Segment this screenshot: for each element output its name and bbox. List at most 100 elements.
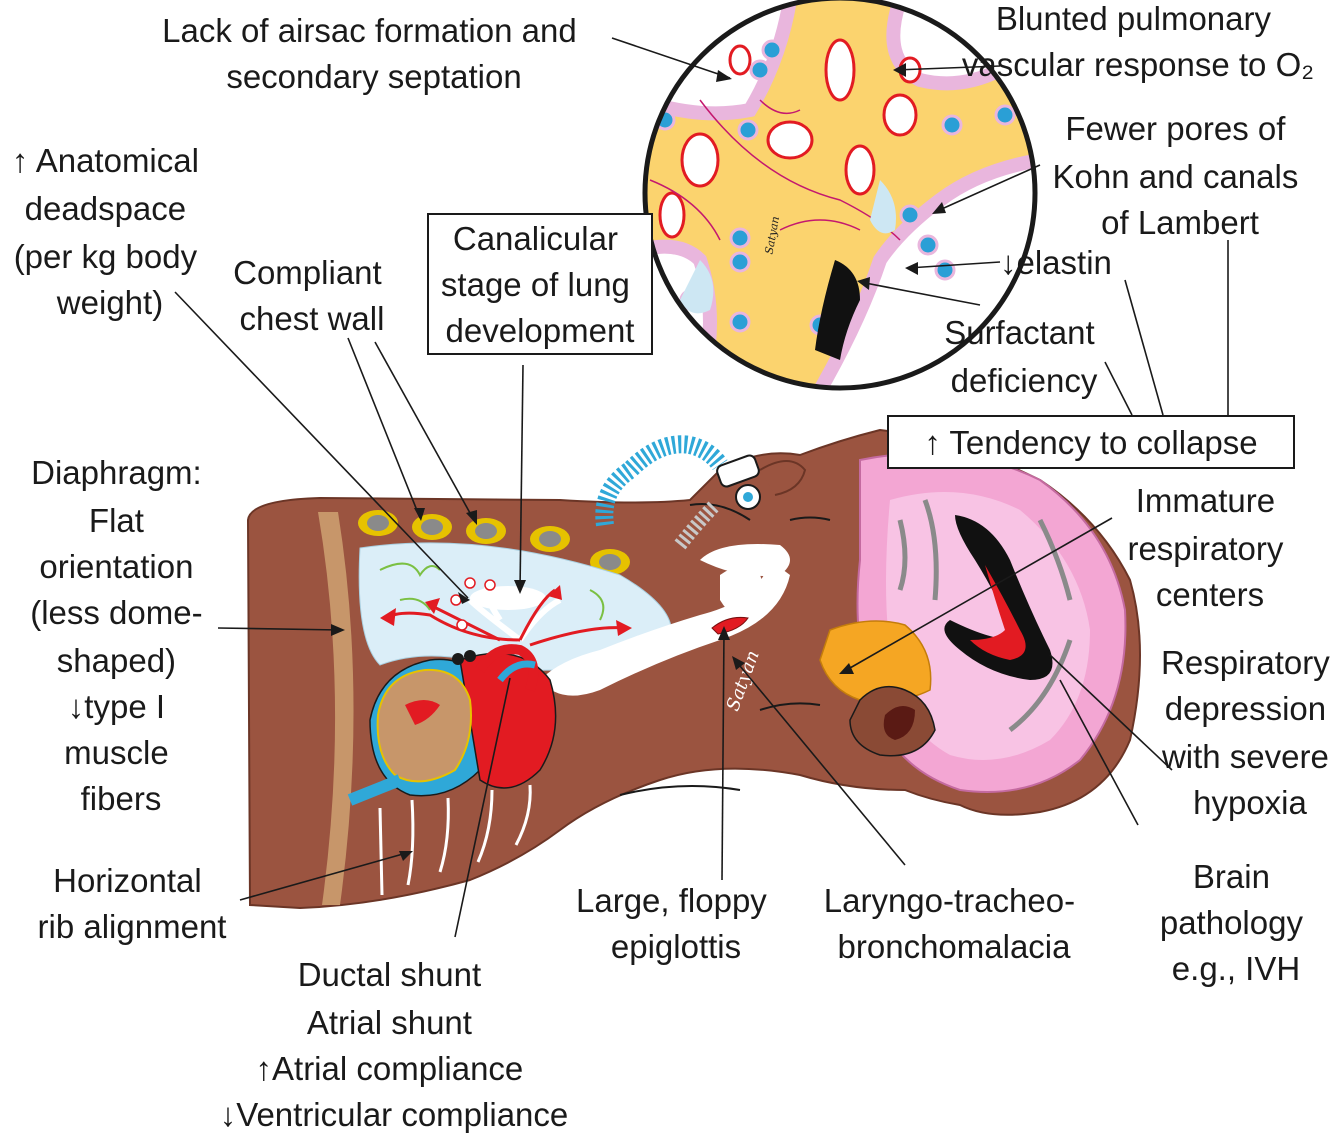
label-epiglottis-line: Large, floppy xyxy=(576,882,767,919)
leader-brain xyxy=(1059,679,1139,826)
atrial-defect xyxy=(405,700,440,725)
elastin-fibers xyxy=(649,99,901,241)
type2-cell xyxy=(729,227,751,249)
type2-cell xyxy=(934,259,956,281)
arrowhead-chestwall-2 xyxy=(466,510,477,525)
label-resp-depression-line: depression xyxy=(1165,690,1326,727)
airspace-light xyxy=(680,180,896,314)
label-epiglottis: Large, floppy epiglottis xyxy=(576,882,776,965)
rib xyxy=(476,789,494,863)
leader-surfactant-collapse xyxy=(1104,361,1133,416)
arrowhead-epiglottis xyxy=(718,626,730,640)
label-airsac-line: Lack of airsac formation and xyxy=(162,12,577,49)
capillary xyxy=(882,93,918,137)
ductus xyxy=(452,653,464,665)
type2-cell xyxy=(917,234,939,256)
label-shunts-line: Ductal shunt xyxy=(298,956,481,993)
alveolar-cells xyxy=(654,39,1016,336)
label-diaphragm-line: shaped) xyxy=(57,642,176,679)
capillary xyxy=(680,132,720,188)
skin-fold xyxy=(619,785,741,796)
canalicular-box xyxy=(427,213,653,355)
label-deadspace-line: (per kg body xyxy=(14,238,198,275)
alveolar-lining xyxy=(645,0,1035,388)
label-pores-line: Fewer pores of xyxy=(1065,110,1286,147)
tube-connector xyxy=(716,454,760,488)
label-pores-line: of Lambert xyxy=(1101,204,1259,241)
arrowhead xyxy=(548,585,562,600)
skin-fold xyxy=(759,702,821,711)
brainstem-inner xyxy=(883,706,915,740)
type2-cell xyxy=(729,311,751,333)
rib xyxy=(438,797,450,873)
label-canalicular: Canalicular stage of lung development xyxy=(441,220,639,349)
leader-shunts xyxy=(454,677,511,938)
type2-cell xyxy=(729,251,751,273)
label-pores-line: Kohn and canals xyxy=(1052,158,1298,195)
capillary xyxy=(658,191,686,239)
label-rib: Horizontal rib alignment xyxy=(38,862,227,945)
alveolus-bubble xyxy=(464,577,476,589)
pericardium xyxy=(376,668,472,783)
label-deadspace-line: deadspace xyxy=(25,190,186,227)
eye-line xyxy=(789,516,831,521)
rib xyxy=(378,807,384,896)
vertebra-core xyxy=(599,554,621,570)
label-diaphragm-line: orientation xyxy=(39,548,193,585)
leader-pores xyxy=(934,164,1041,213)
label-resp-centers-line: centers xyxy=(1156,576,1264,613)
label-diaphragm-line: (less dome- xyxy=(30,594,202,631)
label-brain-line: pathology xyxy=(1160,904,1304,941)
tongue xyxy=(689,503,751,521)
leader-chestwall-1 xyxy=(347,337,421,519)
label-resp-centers: Immature respiratory centers xyxy=(1127,482,1292,613)
vertebra-core xyxy=(367,515,389,531)
arrowhead-rib xyxy=(399,851,413,861)
label-resp-depression-line: hypoxia xyxy=(1193,784,1307,821)
cerebellum xyxy=(819,620,932,702)
lung-green-vessels xyxy=(379,562,605,621)
label-deadspace-line: ↑ Anatomical xyxy=(12,142,199,179)
leader-lines xyxy=(174,37,1229,938)
diaphragm-band xyxy=(318,512,354,905)
ribs xyxy=(378,784,532,896)
arrowhead-deadspace xyxy=(458,592,470,604)
label-canalicular-line: development xyxy=(446,312,635,349)
type2-cell xyxy=(994,104,1016,126)
collapse-box xyxy=(887,415,1295,469)
nose xyxy=(759,460,807,496)
type2-cell xyxy=(749,59,771,81)
leader-malacia xyxy=(734,659,906,866)
label-surfactant: Surfactant deficiency xyxy=(944,314,1104,399)
arrowhead-pores xyxy=(932,202,946,214)
label-surfactant-line: Surfactant xyxy=(944,314,1094,351)
heart xyxy=(347,644,557,806)
label-resp-centers-line: Immature xyxy=(1136,482,1275,519)
label-deadspace-line: weight) xyxy=(56,284,163,321)
leader-blunted xyxy=(894,65,1001,71)
ivh-red xyxy=(970,565,1026,660)
vertebra-core xyxy=(475,523,497,539)
label-rib-line: rib alignment xyxy=(38,908,227,945)
label-diaphragm-line: Diaphragm: xyxy=(31,454,202,491)
vena-cava xyxy=(347,774,403,806)
arrowhead xyxy=(616,620,632,636)
leader-deadspace xyxy=(174,291,469,599)
type2-cell xyxy=(761,39,783,61)
alveolus-bubble xyxy=(484,579,496,591)
bronchus xyxy=(470,586,546,610)
arrowhead-malacia xyxy=(732,656,745,670)
collapsed-alveolus xyxy=(815,260,860,360)
label-brain-line: Brain xyxy=(1193,858,1270,895)
label-shunts-line: ↓Ventricular compliance xyxy=(220,1096,569,1133)
tube-coil-grey xyxy=(674,500,720,550)
leader-respdepression xyxy=(1049,654,1173,771)
leader-elastin xyxy=(907,261,1001,269)
label-elastin: ↓elastin xyxy=(1000,244,1112,281)
leader-chestwall-2 xyxy=(374,341,476,523)
arrowhead-elastin xyxy=(905,262,918,275)
leader-diaphragm xyxy=(217,627,341,631)
label-brain-line: e.g., IVH xyxy=(1172,950,1300,987)
ventilator-tube xyxy=(595,435,761,550)
